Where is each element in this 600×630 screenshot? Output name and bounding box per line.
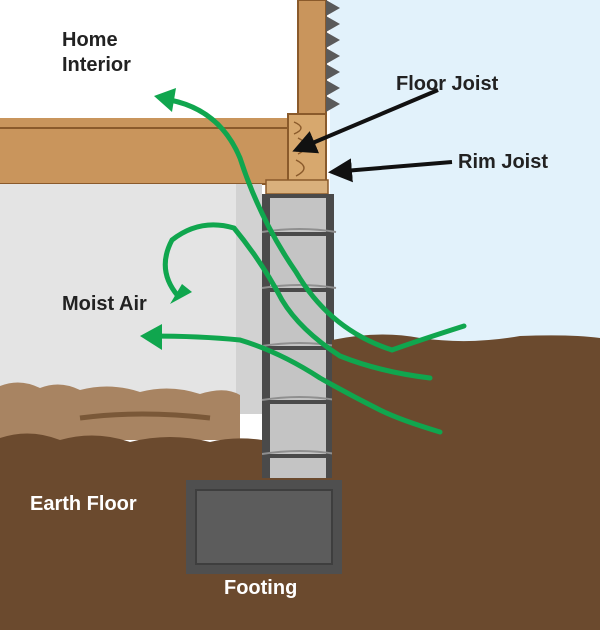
airflow-arrowhead-loop [170,284,192,304]
floor-joist-pointer-arrow-icon [292,88,439,154]
footing-label: Footing [224,577,298,599]
rim-joist-pointer-arrow-icon [328,158,453,183]
rim-joist-label: Rim Joist [458,151,549,173]
airflow-arrows [147,97,467,435]
airflow-arrow-loop [162,222,433,381]
airflow-arrow-upward [167,97,467,353]
home-interior-label: Home Interior [62,29,131,76]
exterior-sky [330,0,600,345]
airflow-arrow-left [147,333,443,435]
home-interior-area [0,0,300,122]
siding-shingles [326,0,340,112]
sill-plate [265,179,329,195]
airflow-arrowhead-left [140,324,162,350]
crawlspace-wall [0,184,262,404]
moist-air-label: Moist Air [62,293,147,315]
earth-floor-label: Earth Floor [30,493,137,515]
gravel-layer [0,382,240,440]
exterior-earth [332,334,600,630]
airflow-arrowhead-upward [154,88,176,112]
exterior-wall-stud [298,0,326,120]
floor-joist-label: Floor Joist [396,73,499,95]
